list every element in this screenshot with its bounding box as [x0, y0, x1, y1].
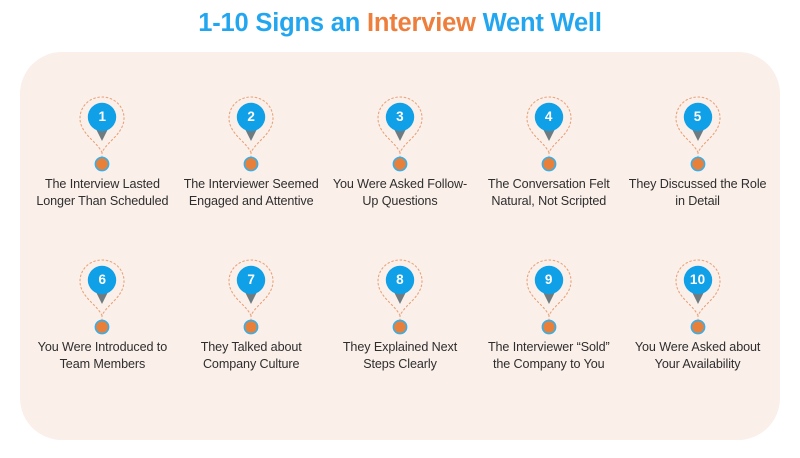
sign-label: The Conversation Felt Natural, Not Scrip…: [487, 177, 610, 208]
page-title-segment-3: Went Well: [475, 9, 602, 37]
sign-label: The Interviewer “Sold” the Company to Yo…: [487, 340, 610, 371]
map-pin-icon[interactable]: 7: [223, 257, 279, 335]
map-pin-icon[interactable]: 3: [372, 94, 428, 172]
map-pin-icon[interactable]: 6: [74, 257, 130, 335]
sign-label: The Interview Lasted Longer Than Schedul…: [36, 177, 169, 208]
map-pin-icon[interactable]: 8: [372, 257, 428, 335]
map-pin-icon[interactable]: 10: [670, 257, 726, 335]
map-pin-icon[interactable]: 9: [521, 257, 577, 335]
map-pin-icon[interactable]: 5: [670, 94, 726, 172]
map-pin-icon[interactable]: 4: [521, 94, 577, 172]
sign-label: They Explained Next Steps Clearly: [342, 340, 458, 371]
page-title-segment-1: 1-10 Signs an: [198, 9, 367, 37]
sign-label: You Were Introduced to Team Members: [37, 340, 168, 371]
map-pin-icon[interactable]: 1: [74, 94, 130, 172]
sign-label: You Were Asked Follow-Up Questions: [332, 177, 468, 208]
sign-label: They Discussed the Role in Detail: [628, 177, 767, 208]
map-pin-icon[interactable]: 2: [223, 94, 279, 172]
sign-label: The Interviewer Seemed Engaged and Atten…: [183, 177, 319, 208]
page-title-segment-highlight: Interview: [366, 9, 476, 37]
sign-label: They Talked about Company Culture: [200, 340, 302, 371]
sign-label: You Were Asked about Your Availability: [634, 340, 761, 371]
page-title: 1-10 Signs an Interview Went Well: [0, 6, 800, 40]
